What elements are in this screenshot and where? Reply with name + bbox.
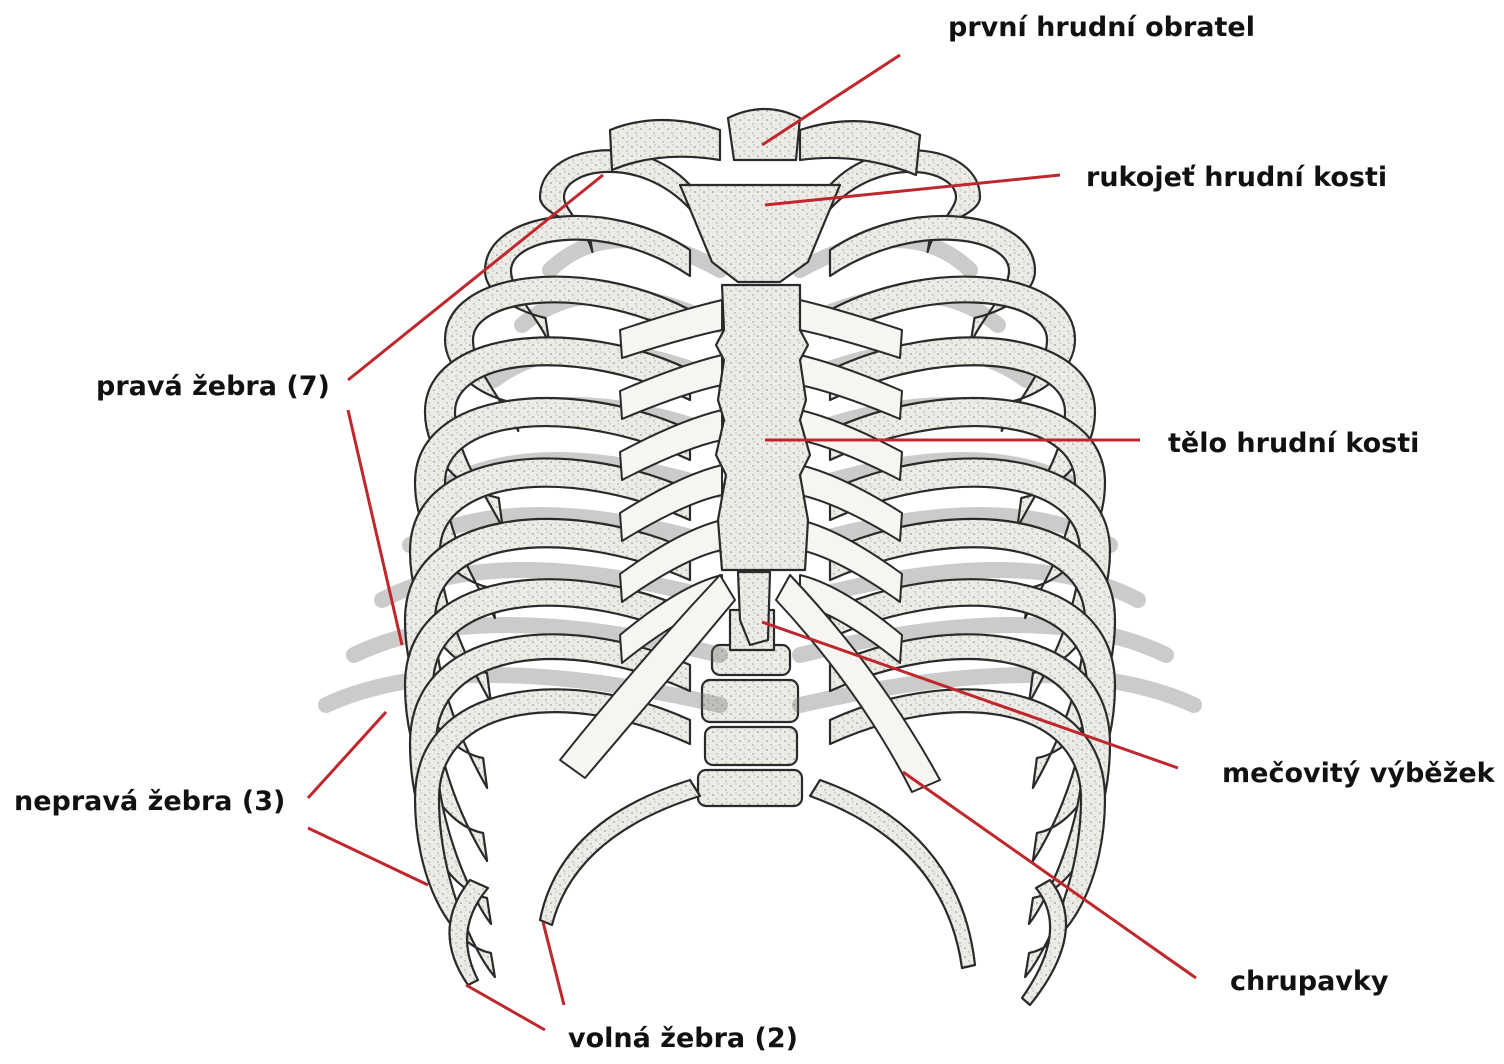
label-true-ribs: pravá žebra (7) [96, 373, 330, 400]
label-sternum-body: tělo hrudní kosti [1168, 430, 1419, 457]
floating-rib-right-12 [810, 780, 975, 968]
vertebra-4 [698, 770, 802, 806]
label-false-ribs: nepravá žebra (3) [14, 788, 285, 815]
label-floating-ribs: volná žebra (2) [568, 1025, 798, 1052]
label-manubrium: rukojeť hrudní kosti [1086, 164, 1387, 191]
floating-rib-left-12 [540, 780, 700, 925]
label-first-thoracic-vertebra: první hrudní obratel [948, 14, 1255, 41]
leader-true-ribs-2 [348, 410, 402, 645]
first-thoracic-vertebra [728, 109, 800, 160]
first-rib-left [610, 120, 720, 170]
floating-rib-right-11 [1022, 880, 1066, 1005]
label-cartilages: chrupavky [1230, 968, 1388, 995]
leader-false-ribs-1 [308, 712, 386, 798]
sternum-body [716, 285, 810, 570]
label-xiphoid-process: mečovitý výběžek [1222, 760, 1495, 787]
leader-floating-ribs-2 [543, 922, 564, 1005]
leader-floating-ribs-1 [466, 985, 545, 1030]
leader-false-ribs-2 [308, 828, 428, 885]
vertebra-3 [705, 727, 797, 765]
